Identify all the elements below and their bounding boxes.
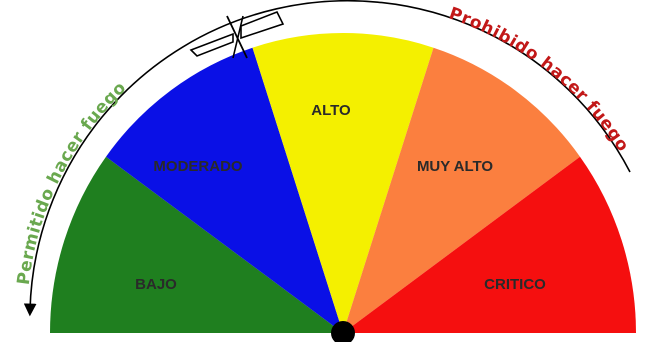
gauge-segments [50, 33, 636, 333]
label-critico: CRITICO [484, 276, 546, 293]
label-moderado: MODERADO [153, 158, 242, 175]
label-muy-alto: MUY ALTO [417, 158, 493, 175]
segment-muy-alto [343, 47, 580, 333]
needle-hub-icon [331, 321, 355, 342]
bowtie-marker-icon [189, 10, 285, 59]
segment-alto [252, 33, 434, 333]
segment-bajo [50, 156, 343, 333]
segment-moderado [106, 47, 343, 333]
label-alto: ALTO [311, 102, 351, 119]
label-bajo: BAJO [135, 276, 177, 293]
outer-arc-line [23, 0, 631, 317]
segment-critico [343, 156, 636, 333]
